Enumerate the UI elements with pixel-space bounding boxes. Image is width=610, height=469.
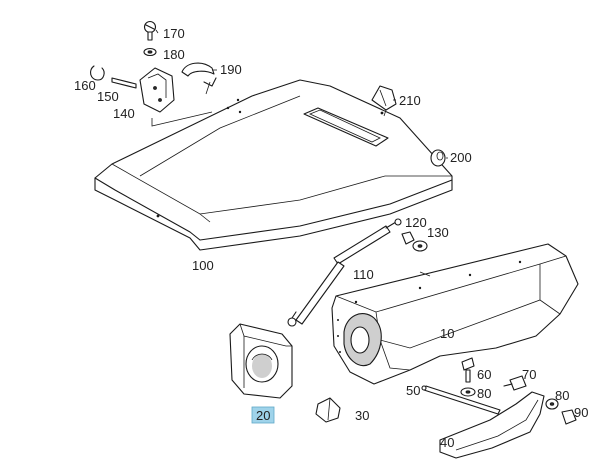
- callout-40: 40: [440, 435, 454, 450]
- callout-190: 190: [220, 62, 242, 77]
- label-20-highlight: [251, 406, 275, 424]
- callout-100: 100: [192, 258, 214, 273]
- callout-70: 70: [522, 367, 536, 382]
- hood-latch-part-210[interactable]: [371, 85, 397, 117]
- callout-50: 50: [406, 383, 420, 398]
- callout-60: 60: [477, 367, 491, 382]
- callout-140: 140: [113, 106, 135, 121]
- callout-210: 210: [399, 93, 421, 108]
- callout-20: 20: [256, 408, 270, 423]
- callout-120: 120: [405, 215, 427, 230]
- callout-80-lower: 80: [555, 388, 569, 403]
- bolt-part-70[interactable]: [503, 375, 527, 391]
- callout-110: 110: [353, 267, 374, 282]
- callout-170: 170: [163, 26, 185, 41]
- leader-170: [155, 29, 159, 34]
- nut-part-90[interactable]: [561, 409, 577, 425]
- rod-part-50[interactable]: [421, 385, 501, 415]
- trim-part-20[interactable]: [229, 323, 293, 399]
- mudflap-part-40[interactable]: [439, 391, 545, 459]
- nut-part-120[interactable]: [401, 231, 415, 245]
- hood-part-100[interactable]: [94, 79, 453, 251]
- callout-130: 130: [427, 225, 449, 240]
- washer-part-130[interactable]: [412, 240, 428, 252]
- fender-part-10[interactable]: [331, 243, 579, 385]
- callout-150: 150: [97, 89, 119, 104]
- gas-strut-part-110[interactable]: [287, 218, 402, 327]
- callout-80-upper: 80: [477, 386, 491, 401]
- callout-90: 90: [574, 405, 588, 420]
- callout-180: 180: [163, 47, 185, 62]
- callout-200: 200: [450, 150, 472, 165]
- washer-part-80-upper[interactable]: [460, 387, 476, 397]
- callout-10: 10: [440, 326, 454, 341]
- bump-stop-part-200[interactable]: [430, 149, 446, 167]
- clip-part-30[interactable]: [315, 397, 341, 423]
- hinge-assembly[interactable]: [89, 20, 217, 127]
- bolt-part-60[interactable]: [461, 357, 475, 383]
- callout-30: 30: [355, 408, 369, 423]
- washer-part-80-lower[interactable]: [545, 398, 559, 410]
- callout-160: 160: [74, 78, 96, 93]
